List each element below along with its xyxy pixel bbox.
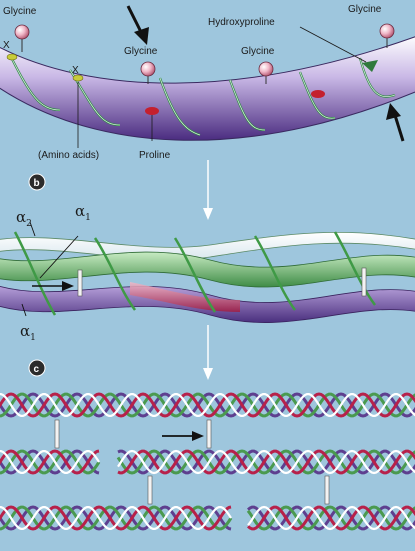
fibril-strand <box>247 505 415 531</box>
panel-c-badge: c <box>28 359 46 377</box>
fibril-strand <box>117 449 415 475</box>
fibril-crosslink <box>324 475 330 505</box>
svg-text:b: b <box>34 178 40 189</box>
glycine-ball-left <box>14 24 30 40</box>
label-alpha-1-top: α1 <box>75 202 91 223</box>
label-glycine-left: Glycine <box>3 6 37 17</box>
chain-helix-strand <box>9 54 396 136</box>
fibril-strand <box>0 505 232 531</box>
fibril-crosslink <box>206 419 212 449</box>
label-glycine-right: Glycine <box>348 4 382 15</box>
helix-wrap-strand <box>13 231 377 316</box>
glycine-ball-mid <box>140 61 156 77</box>
glycine-ball-right <box>379 23 395 39</box>
fibril-strand <box>116 449 415 475</box>
svg-text:c: c <box>34 364 40 375</box>
fibril-strand <box>247 505 415 531</box>
fibril-strand <box>0 393 415 417</box>
fibril-strand <box>0 450 100 474</box>
alpha-1-lower-pointer <box>21 303 27 317</box>
amino-acid-x-mid <box>72 74 84 82</box>
panel-b-badge: b <box>28 173 46 191</box>
label-x-mid: X <box>72 65 79 76</box>
label-glycine-mid: Glycine <box>124 46 158 57</box>
label-x-left: X <box>3 40 10 51</box>
crosslink-post <box>361 267 367 297</box>
arrow-up-icon <box>386 103 405 142</box>
process-arrow-icon <box>203 160 213 220</box>
crosslink-post <box>77 269 83 297</box>
alpha-chain-band <box>0 36 415 141</box>
hydroxyproline-marker <box>362 60 378 72</box>
fibril-strand <box>0 506 232 530</box>
fibril-crosslink <box>54 419 60 449</box>
crosslink-red-band <box>130 282 240 312</box>
panel-c <box>0 392 415 531</box>
panel-b: α2 α1 α1 <box>0 202 415 343</box>
panel-a: Glycine Glycine Glycine Glycine Hydroxyp… <box>0 4 415 161</box>
amino-acid-x-left <box>6 53 18 61</box>
label-alpha-1-bottom: α1 <box>20 322 36 343</box>
label-hydroxyproline: Hydroxyproline <box>208 17 275 28</box>
alpha-1-strand-upper <box>0 251 415 288</box>
arrow-down-icon <box>126 5 149 45</box>
process-arrow-icon <box>203 325 213 380</box>
alpha-1-pointer <box>39 235 79 279</box>
fibril-strand <box>0 505 232 531</box>
crosslink-arrow-icon <box>32 281 74 291</box>
fibril-crosslink <box>147 475 153 505</box>
proline-marker <box>311 90 325 98</box>
alpha-2-pointer <box>29 221 36 237</box>
fibril-strand <box>0 392 415 418</box>
fibril-strand <box>247 505 415 531</box>
glycine-ball-center <box>258 61 274 77</box>
crosslink-arrow-icon <box>162 431 204 441</box>
hydroxyproline-pointer <box>299 26 367 63</box>
proline-marker <box>145 107 159 115</box>
fibril-strand <box>0 392 415 418</box>
label-glycine-center: Glycine <box>241 46 275 57</box>
alpha-2-strand <box>0 232 415 261</box>
fibril-strand <box>0 449 100 475</box>
label-proline: Proline <box>139 150 171 161</box>
fibril-strand <box>0 449 100 475</box>
label-amino-acids: (Amino acids) <box>38 150 99 161</box>
label-alpha-2: α2 <box>16 208 32 229</box>
